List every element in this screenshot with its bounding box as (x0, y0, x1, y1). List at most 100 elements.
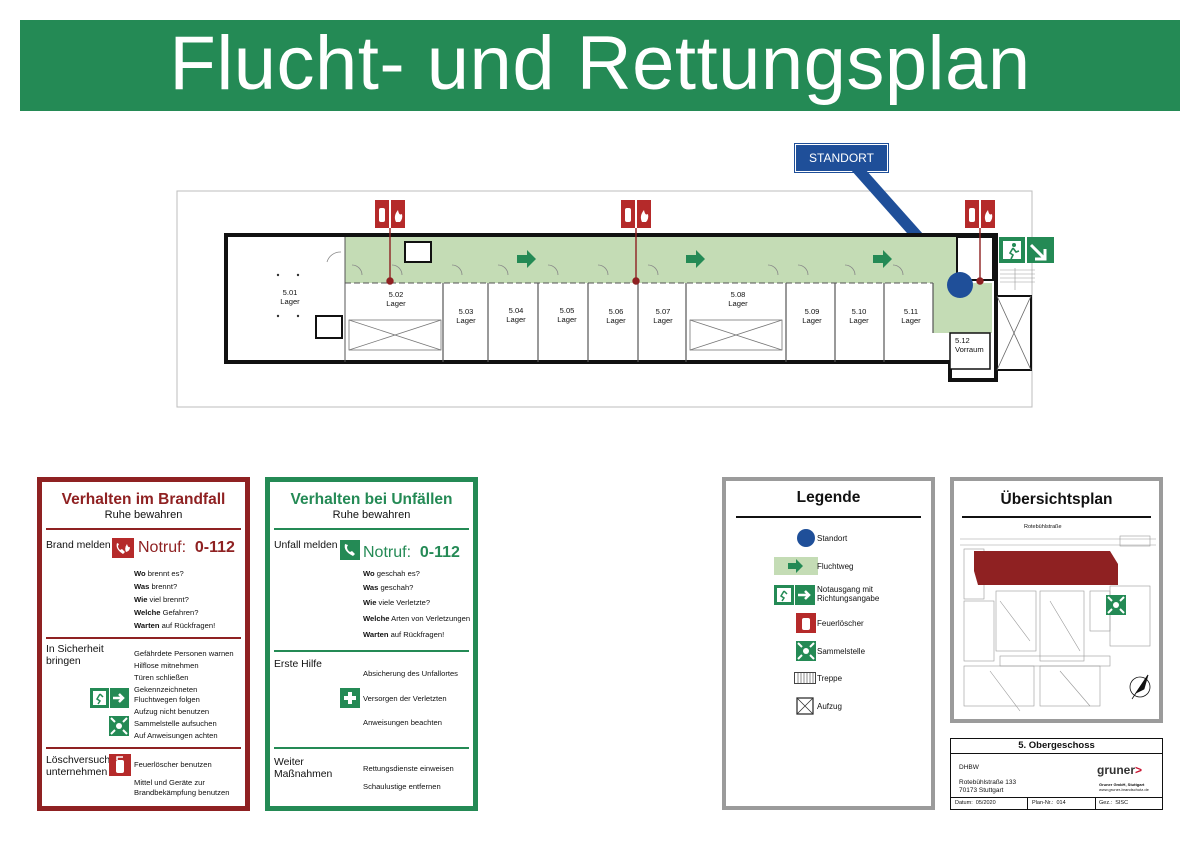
instruction: Türen schließen (134, 673, 189, 682)
datum-field: Datum: 05/2020 (955, 800, 996, 806)
divider (736, 516, 921, 518)
north-arrow (1129, 674, 1151, 700)
notruf-number: 0-112 (419, 544, 460, 561)
phone-fire-icon (112, 538, 134, 558)
storage-racks (348, 319, 783, 351)
divider (46, 637, 241, 639)
extinguisher-sign-3 (965, 200, 995, 228)
instruction: Absicherung des Unfallortes (363, 669, 458, 678)
notruf-label: Notruf: (363, 544, 412, 561)
instruction: Rettungsdienste einweisen (363, 764, 454, 773)
room-512 (949, 332, 991, 370)
brandfall-panel: Verhalten im Brandfall Ruhe bewahren Bra… (37, 477, 250, 811)
unfall-title: Verhalten bei Unfällen (290, 491, 453, 508)
instruction: Schaulustige entfernen (363, 782, 441, 791)
instruction: Brandbekämpfung benutzen (134, 788, 230, 797)
instruction: Hilflose mitnehmen (134, 661, 199, 670)
overview-map (960, 535, 1156, 712)
legend-item: Fluchtweg (817, 562, 854, 571)
room-partitions (442, 283, 934, 362)
stairs (1000, 268, 1035, 290)
overview-title: Übersichtsplan (1000, 491, 1113, 508)
question: Wo brennt es? (134, 569, 184, 578)
legend-item: Standort (817, 534, 848, 543)
question: Wie viel brennt? (134, 595, 189, 604)
extinguisher-sign-2 (621, 200, 651, 228)
unfall-melden-label: Unfall melden (274, 540, 338, 551)
question: Wie viele Verletzte? (363, 598, 431, 607)
notruf-line: Notruf: 0-112 (363, 544, 460, 562)
divider (274, 528, 469, 530)
legend-item: Sammelstelle (817, 647, 866, 656)
page-title: Flucht- und Rettungsplan (169, 21, 1031, 106)
org-label: DHBW (959, 764, 979, 771)
phone-icon (340, 540, 360, 560)
treppe-legend-icon (794, 672, 816, 684)
exit-arrow-icon (90, 688, 129, 708)
building-wall (224, 233, 998, 382)
sammelstelle-legend-icon (796, 641, 816, 661)
instruction: Auf Anweisungen achten (134, 731, 218, 740)
erste-hilfe-label: Erste Hilfe (274, 659, 322, 670)
divider (274, 650, 469, 652)
floor-label: 5. Obergeschoss (951, 739, 1162, 754)
brand-melden-label: Brand melden (46, 540, 111, 551)
company-web: www.gruner-brandschutz.de (1099, 787, 1149, 792)
title-banner (20, 20, 1180, 111)
sicherheit-label: In Sicherheit bringen (46, 644, 104, 667)
question: Was geschah? (363, 583, 414, 592)
unfall-panel: Verhalten bei Unfällen Ruhe bewahren Unf… (265, 477, 478, 811)
floor-plan (176, 170, 1054, 408)
instruction: Versorgen der Verletzten (363, 694, 447, 703)
plan-field: Plan-Nr.: 014 (1032, 800, 1066, 806)
instruction: Fluchtwegen folgen (134, 695, 200, 704)
notruf-line: Notruf: 0-112 (138, 539, 235, 557)
extinguisher-markers (386, 228, 984, 285)
overview-panel: Übersichtsplan Rotebühlstraße (950, 477, 1163, 723)
title-block: 5. Obergeschoss DHBW Rotebühlstraße 133 … (950, 738, 1163, 810)
street-label: Rotebühlstraße 133 (959, 779, 1017, 786)
divider (274, 747, 469, 749)
divider (46, 747, 241, 749)
legend-item: Feuerlöscher (817, 619, 864, 628)
feuerloescher-legend-icon (796, 613, 816, 633)
standort-legend-icon (797, 529, 815, 547)
instruction: Anweisungen beachten (363, 718, 442, 727)
question: Welche Gefahren? (134, 608, 199, 617)
unfall-subtitle: Ruhe bewahren (332, 509, 411, 521)
extinguisher-sign-1 (375, 200, 405, 228)
overview-assembly-icon (1106, 595, 1126, 615)
exit-sign (999, 237, 1054, 263)
gez-field: Gez.: SISC (1099, 800, 1129, 806)
question: Was brennt? (134, 582, 178, 591)
standort-callout: STANDORT (795, 144, 888, 172)
instruction: Gekennzeichneten (134, 685, 198, 694)
gruner-logo: gruner> (1097, 763, 1143, 777)
assembly-point-icon (109, 716, 129, 736)
legend-item: Notausgang mit Richtungsangabe (817, 585, 880, 604)
divider (46, 528, 241, 530)
fluchtweg-legend-icon (774, 557, 818, 575)
divider (962, 516, 1151, 518)
question: Wo geschah es? (363, 569, 420, 578)
company-name: Gruner GmbH, Stuttgart (1099, 782, 1145, 787)
instruction: Mittel und Geräte zur (134, 778, 205, 787)
aufzug-legend-icon (796, 697, 814, 715)
instruction: Gefährdete Personen warnen (134, 649, 234, 658)
standort-dot (947, 272, 973, 298)
escape-route-area (345, 237, 992, 333)
elevator-shaft (996, 295, 1032, 371)
legend-panel: Legende Standort Fluchtweg Notausgang mi… (722, 477, 935, 810)
loeschversuch-label: Löschversuch unternehmen (46, 755, 111, 778)
first-aid-icon (340, 688, 360, 708)
instruction: Aufzug nicht benutzen (134, 707, 210, 716)
